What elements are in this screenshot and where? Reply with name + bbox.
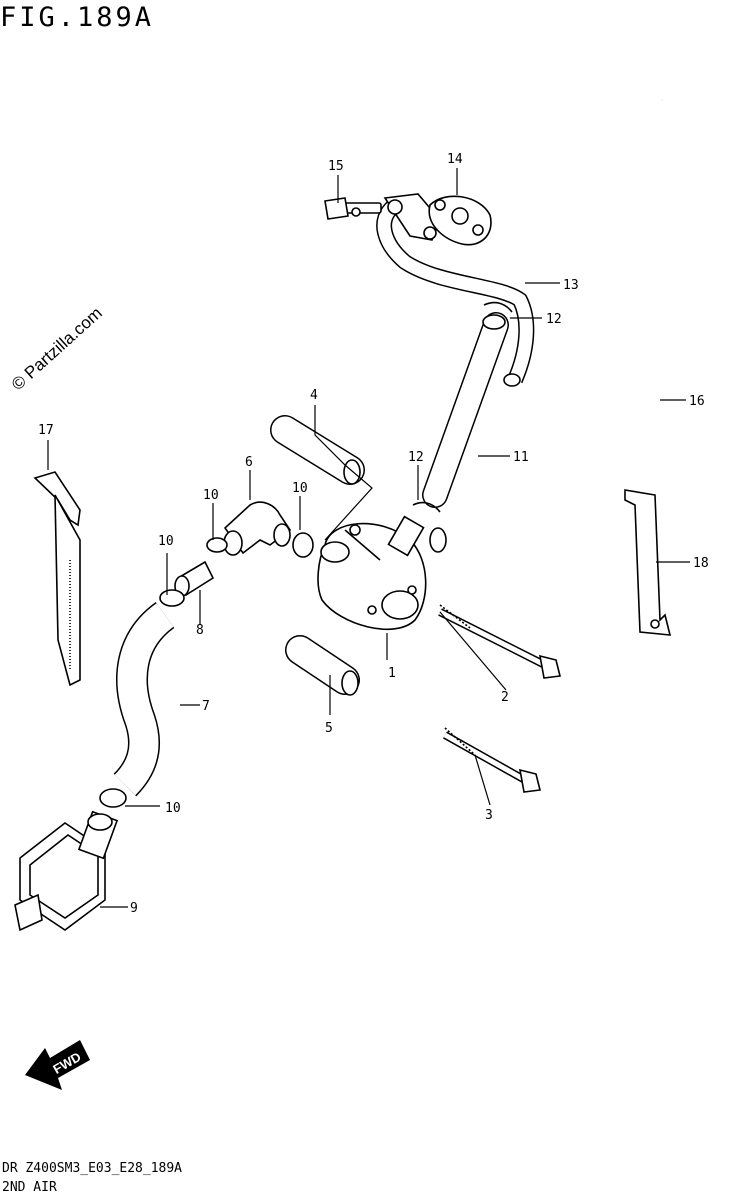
part-13-pipe[interactable] <box>376 193 535 387</box>
part-5-hose[interactable] <box>285 635 360 696</box>
callout-4: 4 <box>310 388 318 403</box>
fwd-arrow-icon: FWD <box>25 1040 90 1090</box>
part-8-joint[interactable] <box>174 560 215 597</box>
part-10-clamp-c[interactable] <box>292 532 314 558</box>
figure-title: FIG.189A <box>0 2 155 33</box>
part-18-bracket[interactable] <box>624 489 672 636</box>
callout-16: 16 <box>689 394 705 409</box>
callout-13: 13 <box>563 278 579 293</box>
part-10-clamp-b[interactable] <box>206 537 228 553</box>
callout-10-a: 10 <box>158 534 174 549</box>
part-2-bolt[interactable] <box>438 604 561 679</box>
leader-lines <box>47 168 690 908</box>
callout-14: 14 <box>447 152 463 167</box>
footer-section-name: 2ND AIR <box>2 1180 57 1195</box>
callout-12-b: 12 <box>408 450 424 465</box>
part-15-bolt[interactable] <box>324 197 382 220</box>
callout-15: 15 <box>328 159 344 174</box>
callout-7: 7 <box>202 699 210 714</box>
callout-9: 9 <box>130 901 138 916</box>
part-12-clamp-upper[interactable] <box>483 301 513 313</box>
part-4-hose[interactable] <box>270 415 365 485</box>
part-1-valve[interactable] <box>317 515 427 630</box>
callout-10-b: 10 <box>203 488 219 503</box>
part-14-gasket[interactable] <box>428 195 492 246</box>
callout-11: 11 <box>513 450 529 465</box>
part-10-clamp-d[interactable] <box>99 788 127 808</box>
part-16-hose[interactable] <box>429 95 752 553</box>
callout-17: 17 <box>38 423 54 438</box>
callout-10-d: 10 <box>165 801 181 816</box>
part-9-filter[interactable] <box>14 810 119 932</box>
part-7-hose[interactable] <box>113 601 175 797</box>
callout-1: 1 <box>388 666 396 681</box>
footer-diagram-code: DR Z400SM3_E03_E28_189A <box>2 1161 183 1176</box>
part-11-hose[interactable] <box>422 312 509 508</box>
callout-18: 18 <box>693 556 709 571</box>
part-17-tie-strap[interactable] <box>33 471 81 687</box>
part-10-clamp-a[interactable] <box>159 589 185 607</box>
callout-10-c: 10 <box>292 481 308 496</box>
callout-6: 6 <box>245 455 253 470</box>
part-6-elbow[interactable] <box>223 501 292 556</box>
callout-2: 2 <box>501 690 509 705</box>
callout-8: 8 <box>196 623 204 638</box>
callout-5: 5 <box>325 721 333 736</box>
part-12-clamp-lower[interactable] <box>412 501 441 513</box>
callout-3: 3 <box>485 808 493 823</box>
part-3-bolt[interactable] <box>443 727 541 793</box>
callout-12-a: 12 <box>546 312 562 327</box>
